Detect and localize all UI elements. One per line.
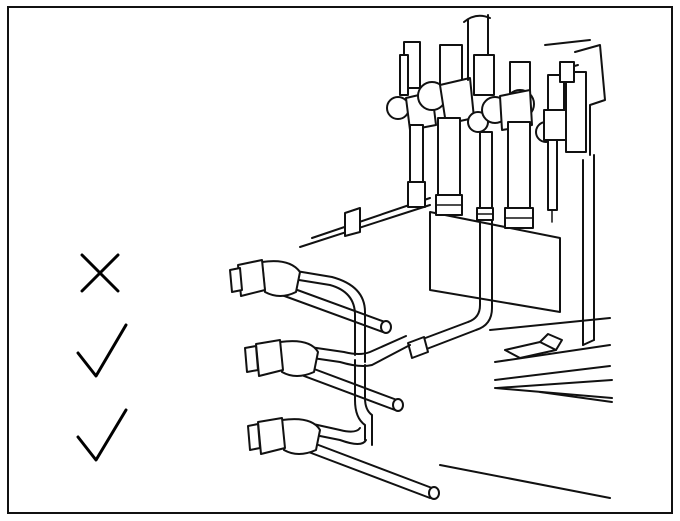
service-valves (386, 14, 587, 229)
checkmark-icon (76, 408, 128, 462)
main-pipe (407, 219, 493, 359)
checkmark-icon (76, 323, 128, 378)
cross-icon (80, 253, 120, 293)
branch-assembly-3 (247, 417, 440, 500)
branch-assembly-2 (244, 335, 411, 446)
branch-assembly-1 (229, 259, 392, 363)
